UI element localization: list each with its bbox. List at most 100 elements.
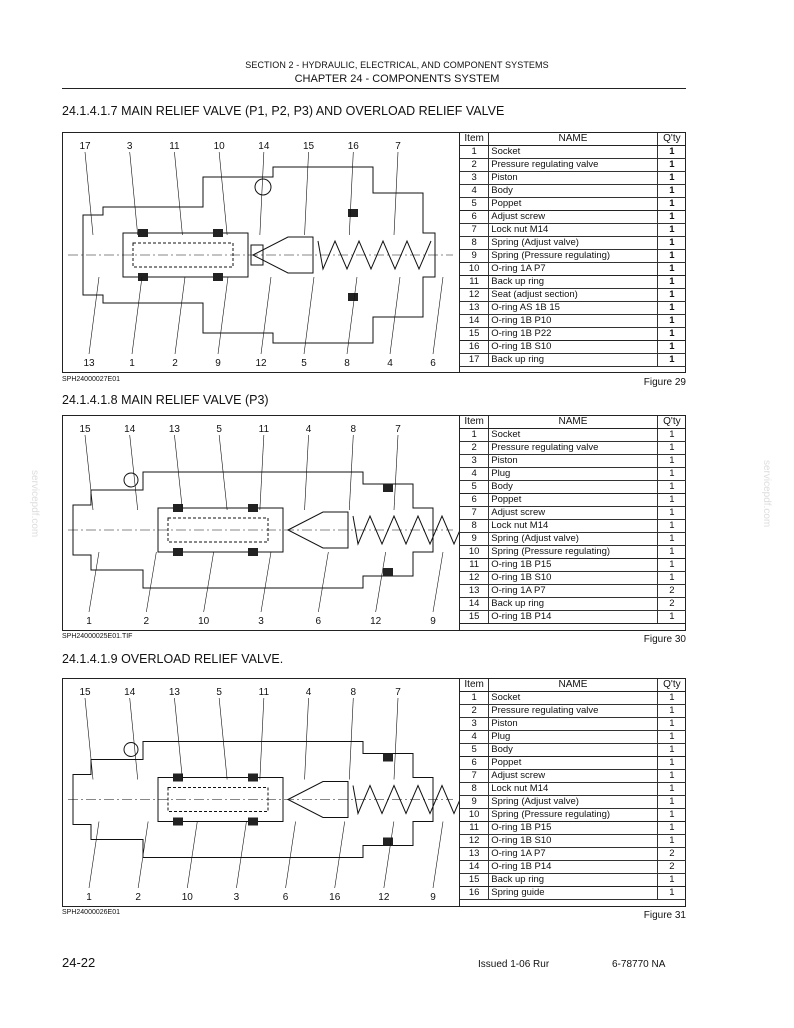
- page-number: 24-22: [62, 955, 96, 970]
- oring-block: [383, 837, 393, 846]
- part-qty: 1: [657, 158, 686, 172]
- oring-block: [173, 548, 183, 556]
- leader-line: [88, 276, 100, 355]
- part-name: Poppet: [488, 197, 658, 211]
- part-item: 15: [460, 327, 490, 341]
- leader-line: [174, 697, 183, 780]
- part-qty: 1: [657, 441, 686, 455]
- part-qty: 1: [657, 210, 686, 224]
- part-item: 1: [460, 145, 490, 159]
- part-qty: 1: [657, 223, 686, 237]
- column-header-item: Item: [460, 133, 490, 146]
- leader-line: [304, 151, 309, 236]
- callout-label: 12: [255, 358, 267, 369]
- oring-block: [213, 229, 223, 237]
- callout-label: 1: [129, 358, 135, 369]
- figure-label-3: Figure 31: [643, 910, 686, 921]
- oring-15-circle: [254, 178, 272, 196]
- part-name: Adjust screw: [488, 769, 658, 783]
- leader-line: [260, 276, 272, 355]
- callout-label: 7: [395, 141, 401, 152]
- column-header-name: NAME: [488, 416, 658, 429]
- part-item: 7: [460, 223, 490, 237]
- part-name: Adjust screw: [488, 210, 658, 224]
- oring-block: [248, 817, 258, 826]
- part-qty: 2: [657, 597, 686, 611]
- figure-label-1: Figure 29: [643, 377, 686, 388]
- part-name: Spring (Pressure regulating): [488, 808, 658, 822]
- part-qty: 1: [657, 571, 686, 585]
- leader-line: [348, 697, 354, 780]
- part-qty: 1: [657, 730, 686, 744]
- part-item: 8: [460, 782, 490, 796]
- callout-label: 1: [86, 616, 92, 627]
- section-header: SECTION 2 - HYDRAULIC, ELECTRICAL, AND C…: [245, 60, 549, 70]
- callout-label: 13: [169, 424, 181, 435]
- leader-line: [346, 276, 358, 355]
- leader-line: [88, 821, 100, 889]
- document-number: 6-78770 NA: [612, 959, 666, 970]
- part-qty: 1: [657, 353, 686, 367]
- callout-label: 14: [124, 424, 136, 435]
- leader-line: [383, 821, 395, 889]
- part-item: 3: [460, 171, 490, 185]
- part-name: Spring (Adjust valve): [488, 532, 658, 546]
- part-name: Piston: [488, 171, 658, 185]
- part-item: 7: [460, 769, 490, 783]
- part-item: 6: [460, 756, 490, 770]
- part-item: 10: [460, 808, 490, 822]
- section-title-1: 24.1.4.1.7 MAIN RELIEF VALVE (P1, P2, P3…: [62, 104, 505, 118]
- part-qty: 1: [657, 301, 686, 315]
- part-qty: 1: [657, 171, 686, 185]
- part-item: 3: [460, 454, 490, 468]
- issued-date: Issued 1-06 Rur: [478, 959, 550, 970]
- valve-body-outline: [72, 471, 434, 589]
- leader-line: [186, 821, 198, 889]
- part-item: 12: [460, 288, 490, 302]
- part-qty: 1: [657, 467, 686, 481]
- part-qty: 1: [657, 834, 686, 848]
- column-header-qty: Q'ty: [657, 416, 686, 429]
- part-qty: 2: [657, 847, 686, 861]
- callout-label: 13: [83, 358, 95, 369]
- part-item: 13: [460, 301, 490, 315]
- part-item: 13: [460, 584, 490, 598]
- drawing-id-3: SPH24000026E01: [62, 909, 120, 916]
- callout-label: 3: [234, 892, 240, 903]
- part-name: Pressure regulating valve: [488, 158, 658, 172]
- leader-line: [84, 697, 94, 780]
- part-name: Socket: [488, 145, 658, 159]
- oring-block: [213, 273, 223, 281]
- part-qty: 1: [657, 558, 686, 572]
- leader-line: [318, 551, 329, 613]
- drawing-id-2: SPH24000025E01.TIF: [62, 633, 133, 640]
- part-item: 9: [460, 532, 490, 546]
- part-name: Piston: [488, 454, 658, 468]
- part-item: 16: [460, 886, 490, 900]
- part-qty: 1: [657, 249, 686, 263]
- part-name: Adjust screw: [488, 506, 658, 520]
- part-name: O-ring AS 1B 15: [488, 301, 658, 315]
- leader-line: [303, 276, 315, 355]
- oring-block: [173, 504, 183, 512]
- part-item: 14: [460, 314, 490, 328]
- leader-line: [432, 276, 444, 355]
- leader-line: [84, 434, 94, 511]
- oring-block: [248, 504, 258, 512]
- leader-line: [203, 551, 214, 613]
- part-name: Body: [488, 480, 658, 494]
